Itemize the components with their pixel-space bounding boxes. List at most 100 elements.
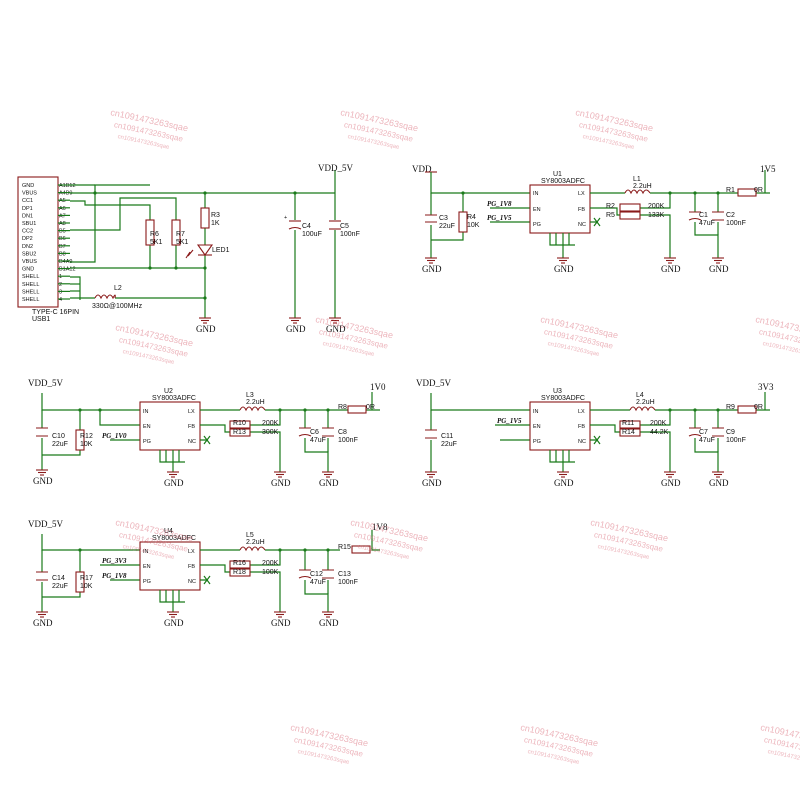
u2-pin-in: IN: [143, 409, 149, 415]
gnd-label: GND: [422, 478, 442, 488]
gnd-symbol: GND: [33, 611, 53, 628]
watermark: cn1091473263sqaecn1091473263sqaecn109147…: [755, 314, 800, 358]
gnd-symbol: GND: [554, 471, 574, 488]
gnd-symbol: GND: [164, 471, 184, 488]
gnd-label: GND: [554, 478, 574, 488]
r15-ref: R15: [338, 544, 351, 551]
gnd-label: GND: [33, 618, 53, 628]
usb-pin-number: B6: [59, 236, 66, 242]
usb-pin-number: B4A9: [59, 259, 72, 265]
r11-value: 200K: [650, 420, 667, 427]
c14-ref: C14: [52, 575, 65, 582]
svg-text:+: +: [284, 215, 287, 221]
u2-block: VDD_5V U2 SY8003ADFC IN EN PG LX FB NC: [28, 378, 386, 472]
u1-pin-fb: FB: [578, 207, 585, 213]
gnd-label: GND: [164, 618, 184, 628]
c3-value: 22uF: [439, 223, 455, 230]
l5-ref: L5: [246, 532, 254, 539]
c13-cap-icon: [322, 569, 334, 579]
r7-value: 5K1: [176, 239, 189, 246]
r9-body: [737, 405, 757, 414]
u1-pin-nc: NC: [578, 222, 586, 228]
usb-pin-number: A1B12: [59, 183, 76, 189]
junction-dot: [278, 408, 282, 412]
watermark: cn1091473263sqaecn1091473263sqaecn109147…: [575, 107, 654, 151]
u2-part: SY8003ADFC: [152, 395, 196, 402]
u3-ic: [529, 401, 591, 451]
r17-value: 10K: [80, 583, 93, 590]
junction-dot: [78, 548, 82, 552]
r18-value: 100K: [262, 569, 279, 576]
rail-1v8-label: 1V8: [372, 522, 388, 532]
c8-cap-icon: [322, 427, 334, 437]
usb-pin-name: GND: [22, 183, 34, 189]
c3-ref: C3: [439, 215, 448, 222]
gnd-label: GND: [319, 478, 339, 488]
l5-inductor-icon: [239, 546, 266, 552]
u4-pin-en: EN: [143, 564, 151, 570]
junction-dot: [303, 408, 307, 412]
u4-ic: [139, 541, 201, 591]
gnd-symbol: GND: [164, 611, 184, 628]
r5-value: 133K: [648, 212, 665, 219]
usb-pin-name: DN2: [22, 244, 33, 250]
u2-ref: U2: [164, 388, 173, 395]
c6-cap-icon: [298, 427, 312, 437]
r13-body: [229, 428, 251, 437]
junction-dot: [716, 408, 720, 412]
usb-pin-number: B8: [59, 251, 66, 257]
c14-cap-icon: [36, 571, 48, 581]
u4-pin-lx: LX: [188, 549, 195, 555]
gnd-symbol: GND: [196, 317, 216, 334]
gnd-symbol: GND: [271, 471, 291, 488]
l1-ref: L1: [633, 176, 641, 183]
c4-value: 100uF: [302, 231, 322, 238]
c7-cap-icon: [688, 427, 702, 437]
u3-part: SY8003ADFC: [541, 395, 585, 402]
gnd-label: GND: [422, 264, 442, 274]
usb-pin-number: 2: [59, 282, 62, 288]
r11-body: [619, 420, 641, 429]
u3-pin-en: EN: [533, 424, 541, 430]
u4-pg-net: PG_1V8: [102, 572, 127, 580]
vdd-label-u1: VDD: [412, 164, 432, 174]
c3-cap-icon: [425, 214, 437, 223]
watermark: cn1091473263sqaecn1091473263sqaecn109147…: [115, 322, 194, 366]
usb-pin-name: SBU2: [22, 251, 36, 257]
l1-inductor-icon: [624, 189, 651, 195]
gnd-symbol: GND: [271, 611, 291, 628]
usb-pin-name: GND: [22, 267, 34, 273]
u4-en-net: PG_3V3: [102, 557, 127, 565]
rail-3v3-label: 3V3: [758, 382, 774, 392]
c4-cap-icon: +: [284, 215, 302, 230]
gnd-label: GND: [196, 324, 216, 334]
r2-body: [619, 203, 641, 212]
c2-cap-icon: [712, 211, 724, 221]
u2-pin-en: EN: [143, 424, 151, 430]
u1-en-net: PG_1V8: [487, 200, 512, 208]
r7-ref: R7: [176, 231, 185, 238]
c6-ref: C6: [310, 429, 319, 436]
gnd-symbol: GND: [709, 257, 729, 274]
u3-pin-nc: NC: [578, 439, 586, 445]
r18-body: [229, 568, 251, 577]
c5-cap-icon: [329, 220, 341, 230]
r6-body: [145, 219, 155, 246]
junction-dot: [93, 191, 97, 195]
led1-icon: [185, 244, 214, 259]
usb-pin-name: DP2: [22, 236, 33, 242]
gnd-symbol: GND: [319, 611, 339, 628]
c1-cap-icon: [688, 211, 702, 221]
c5-ref: C5: [340, 223, 349, 230]
r13-value: 300K: [262, 429, 279, 436]
c2-ref: C2: [726, 212, 735, 219]
rail-1v5-label: 1V5: [760, 164, 776, 174]
watermark: cn1091473263sqaecn1091473263sqaecn109147…: [315, 314, 394, 358]
r6-value: 5K1: [150, 239, 163, 246]
r9-ref: R9: [726, 404, 735, 411]
usb-pin-number: B1A12: [59, 267, 76, 273]
c1-value: 47uF: [699, 220, 715, 227]
l2-ref: L2: [114, 285, 122, 292]
junction-dot: [693, 191, 697, 195]
